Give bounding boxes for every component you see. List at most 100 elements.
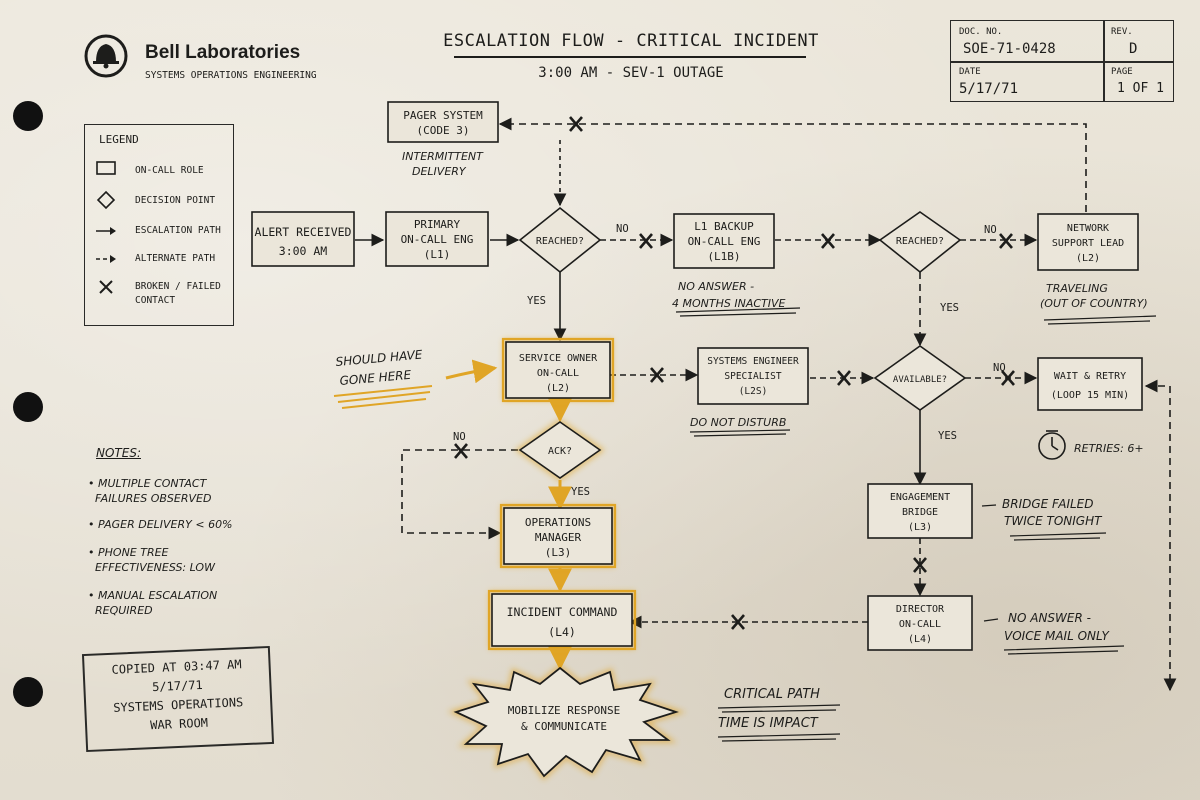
note-item: • PHONE TREE EFFECTIVENESS: LOW — [88, 546, 215, 574]
legend-item: ESCALATION PATH — [135, 225, 221, 236]
node-label: NETWORK — [1067, 223, 1109, 234]
node-label: (L3) — [908, 522, 932, 533]
edge-label-yes: YES — [571, 486, 590, 498]
node-label: L1 BACKUP — [694, 220, 754, 233]
annotation: INTERMITTENT — [402, 150, 484, 163]
annotation: GONE HERE — [339, 368, 412, 388]
page-label: PAGE — [1111, 67, 1133, 77]
legend-item: ON-CALL ROLE — [135, 165, 204, 176]
annotation: VOICE MAIL ONLY — [1004, 629, 1111, 643]
role-symbol-icon — [96, 161, 116, 175]
department-name: SYSTEMS OPERATIONS ENGINEERING — [145, 70, 317, 81]
page-subtitle: 3:00 AM - SEV-1 OUTAGE — [538, 65, 724, 81]
legend-title: LEGEND — [99, 133, 139, 146]
node-label: SYSTEMS ENGINEER — [707, 356, 799, 367]
node-label: ACK? — [548, 446, 572, 457]
incident-command-node — [491, 593, 633, 647]
network-support-node — [1037, 213, 1139, 271]
edge-label-yes: YES — [938, 430, 957, 442]
operations-manager-node — [503, 507, 613, 565]
director-oncall-node — [867, 595, 973, 651]
legend-item: DECISION POINT — [135, 195, 216, 206]
edge-label-no: NO — [984, 224, 997, 236]
annotation: DELIVERY — [412, 165, 467, 178]
divider — [951, 61, 1173, 63]
annotation: DO NOT DISTURB — [690, 416, 786, 429]
node-label: (L1B) — [707, 250, 740, 263]
annotation: RETRIES: 6+ — [1074, 442, 1144, 455]
node-label: (L2) — [1076, 253, 1100, 264]
doc-no-value: SOE-71-0428 — [963, 41, 1056, 57]
company-name: Bell Laboratories — [145, 42, 301, 63]
broken-contact-marks — [454, 116, 1015, 630]
node-label: SPECIALIST — [724, 371, 781, 382]
primary-oncall-node — [385, 211, 489, 267]
node-label: AVAILABLE? — [893, 375, 947, 385]
edge-label-no: NO — [616, 223, 629, 235]
legend-item: BROKEN / FAILED — [135, 281, 221, 292]
document-info-box: DOC. NO. SOE-71-0428 REV. D DATE 5/17/71… — [950, 20, 1174, 102]
annotation: NO ANSWER - — [1008, 611, 1091, 625]
edge-label-yes: YES — [527, 295, 546, 307]
node-label: REACHED? — [536, 236, 584, 247]
node-label: INCIDENT COMMAND — [507, 605, 618, 619]
node-label: SERVICE OWNER — [519, 353, 598, 364]
legend: LEGEND ON-CALL ROLE DECISION POINT ESCAL… — [84, 124, 234, 326]
node-label: (L1) — [424, 248, 451, 261]
node-label: (CODE 3) — [417, 124, 470, 137]
node-label: (L3) — [545, 546, 572, 559]
date-label: DATE — [959, 67, 981, 77]
mobilize-starburst — [453, 666, 679, 778]
note-item: • PAGER DELIVERY < 60% — [88, 518, 233, 531]
node-label: BRIDGE — [902, 507, 938, 518]
punch-hole — [13, 392, 43, 422]
edge-label-no: NO — [993, 362, 1006, 374]
should-have-underline — [333, 385, 433, 409]
date-value: 5/17/71 — [959, 81, 1019, 97]
punch-hole — [13, 677, 43, 707]
edge — [401, 449, 518, 540]
node-label: PAGER SYSTEM — [403, 109, 483, 122]
annotation-underlines — [675, 307, 1157, 742]
systems-engineer-node — [697, 347, 809, 405]
wait-retry-node — [1037, 357, 1143, 411]
node-label: WAIT & RETRY — [1054, 371, 1126, 382]
node-label: (L4) — [548, 625, 576, 639]
legend-symbols — [96, 161, 116, 294]
node-label: (L4) — [908, 634, 932, 645]
node-label: & COMMUNICATE — [521, 720, 607, 733]
node-label: (LOOP 15 MIN) — [1051, 390, 1129, 401]
clock-icon — [1038, 430, 1066, 460]
title-underline — [454, 56, 806, 58]
note-item: • MULTIPLE CONTACT FAILURES OBSERVED — [88, 477, 212, 505]
available-decision — [873, 345, 967, 411]
legend-item: ALTERNATE PATH — [135, 253, 216, 264]
doc-no-label: DOC. NO. — [959, 27, 1003, 37]
annotation: (OUT OF COUNTRY) — [1040, 297, 1148, 310]
node-label: PRIMARY — [414, 218, 461, 231]
node-label: SUPPORT LEAD — [1052, 238, 1124, 249]
rev-label: REV. — [1111, 27, 1133, 37]
ack-decision — [518, 421, 602, 479]
annotation: 4 MONTHS INACTIVE — [672, 297, 786, 310]
node-label: OPERATIONS — [525, 516, 591, 529]
engagement-bridge-node — [867, 483, 973, 539]
edge — [1144, 379, 1177, 692]
edge — [498, 117, 1087, 212]
annotation: BRIDGE FAILED — [1002, 497, 1094, 511]
node-label: REACHED? — [896, 236, 944, 247]
service-owner-node — [505, 341, 611, 399]
punch-hole — [13, 101, 43, 131]
annotation: TIME IS IMPACT — [718, 716, 819, 731]
alert-received-node — [251, 211, 355, 267]
rev-value: D — [1129, 41, 1138, 57]
l1-backup-node — [673, 213, 775, 269]
bell-logo-icon — [84, 34, 128, 78]
node-label: ON-CALL ENG — [688, 235, 761, 248]
node-label: ENGAGEMENT — [890, 492, 950, 503]
annotation: CRITICAL PATH — [724, 687, 820, 702]
node-label: 3:00 AM — [279, 244, 328, 258]
broken-x-icon — [99, 280, 113, 294]
